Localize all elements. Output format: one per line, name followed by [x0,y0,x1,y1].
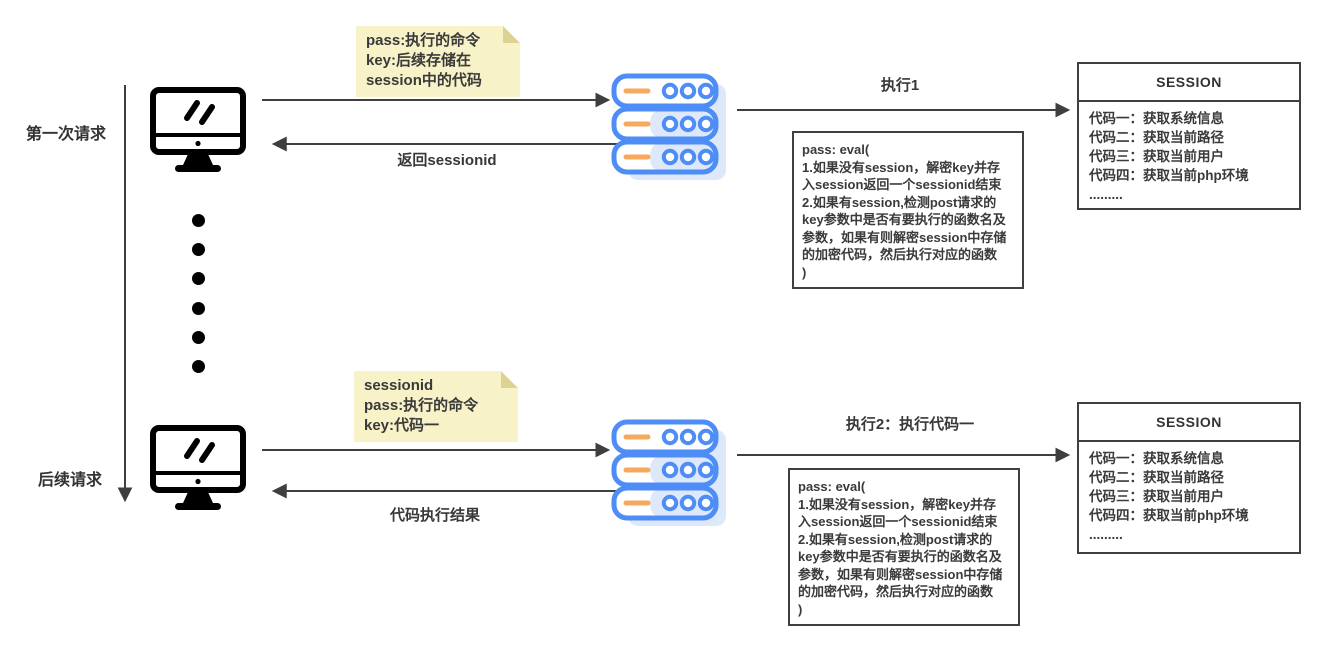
session-entry: 代码二：获取当前路径 [1089,470,1224,485]
dot [192,330,205,344]
flow1-session-box: SESSION 代码一：获取系统信息 代码二：获取当前路径 代码三：获取当前用户… [1077,62,1301,210]
sticky-note-first-request: pass:执行的命令 key:后续存储在 session中的代码 [356,26,520,97]
client-monitor-icon [150,87,246,172]
eval-line: key参数中是否有要执行的函数名及 [802,212,1006,227]
server-icon [611,73,726,180]
dot [192,214,205,227]
session-entry: 代码四：获取当前php环境 [1089,168,1249,183]
session-entry: 代码一：获取系统信息 [1089,451,1224,466]
server-icon [611,419,726,526]
label-first-request: 第一次请求 [26,126,107,143]
session-entry: 代码三：获取当前用户 [1089,489,1224,504]
label-followup-request: 后续请求 [38,472,103,489]
eval-line: 1.如果没有session，解密key并存 [802,159,1000,175]
flow1-eval-logic-box: pass: eval( 1.如果没有session，解密key并存 入sessi… [792,131,1024,289]
eval-line: 入session返回一个sessionid结束 [798,514,998,529]
flow1-exec-label: 执行1 [880,77,920,94]
eval-line: pass: eval( [802,142,870,157]
note-fold-icon [501,371,518,388]
note-line: key:代码一 [364,417,440,434]
session-entry: ......... [1089,187,1123,202]
session-entry: 代码二：获取当前路径 [1089,130,1224,145]
eval-line: ) [802,264,807,280]
note-fold-icon [503,26,520,43]
note-line: pass:执行的命令 [366,32,481,49]
flow2-exec-label: 执行2：执行代码一 [845,416,975,433]
eval-line: 参数，如果有则解密session中存储 [802,229,1007,245]
dot [192,272,205,286]
session-body: 代码一：获取系统信息 代码二：获取当前路径 代码三：获取当前用户 代码四：获取当… [1079,102,1299,204]
client-monitor-icon [150,425,246,510]
eval-line: 入session返回一个sessionid结束 [802,177,1002,192]
dot [192,301,205,315]
note-line: key:后续存储在 [366,52,472,69]
session-entry: ......... [1089,527,1123,542]
note-line: session中的代码 [366,72,482,89]
eval-line: 1.如果没有session，解密key并存 [798,496,996,512]
dot [192,359,205,373]
eval-line: key参数中是否有要执行的函数名及 [798,549,1002,564]
flow2-response-label: 代码执行结果 [389,507,480,524]
eval-line: pass: eval( [798,479,866,494]
flow2-eval-logic-box: pass: eval( 1.如果没有session，解密key并存 入sessi… [788,468,1020,626]
session-entry: 代码三：获取当前用户 [1089,149,1224,164]
note-line: sessionid [364,377,434,394]
session-body: 代码一：获取系统信息 代码二：获取当前路径 代码三：获取当前用户 代码四：获取当… [1079,442,1299,544]
flow2-session-box: SESSION 代码一：获取系统信息 代码二：获取当前路径 代码三：获取当前用户… [1077,402,1301,554]
session-entry: 代码一：获取系统信息 [1089,111,1224,126]
session-entry: 代码四：获取当前php环境 [1089,508,1249,523]
session-title: SESSION [1079,64,1299,102]
eval-line: 2.如果有session,检测post请求的 [798,531,993,547]
dot [192,243,205,257]
ellipsis-dots [192,214,205,373]
eval-line: 参数，如果有则解密session中存储 [798,566,1003,582]
flow1-response-label: 返回sessionid [397,152,497,169]
session-title: SESSION [1079,404,1299,442]
eval-line: ) [798,601,803,617]
eval-line: 的加密代码，然后执行对应的函数 [802,247,998,262]
eval-line: 2.如果有session,检测post请求的 [802,194,997,210]
note-line: pass:执行的命令 [364,397,479,414]
eval-line: 的加密代码，然后执行对应的函数 [798,584,994,599]
sticky-note-followup-request: sessionid pass:执行的命令 key:代码一 [354,371,518,442]
